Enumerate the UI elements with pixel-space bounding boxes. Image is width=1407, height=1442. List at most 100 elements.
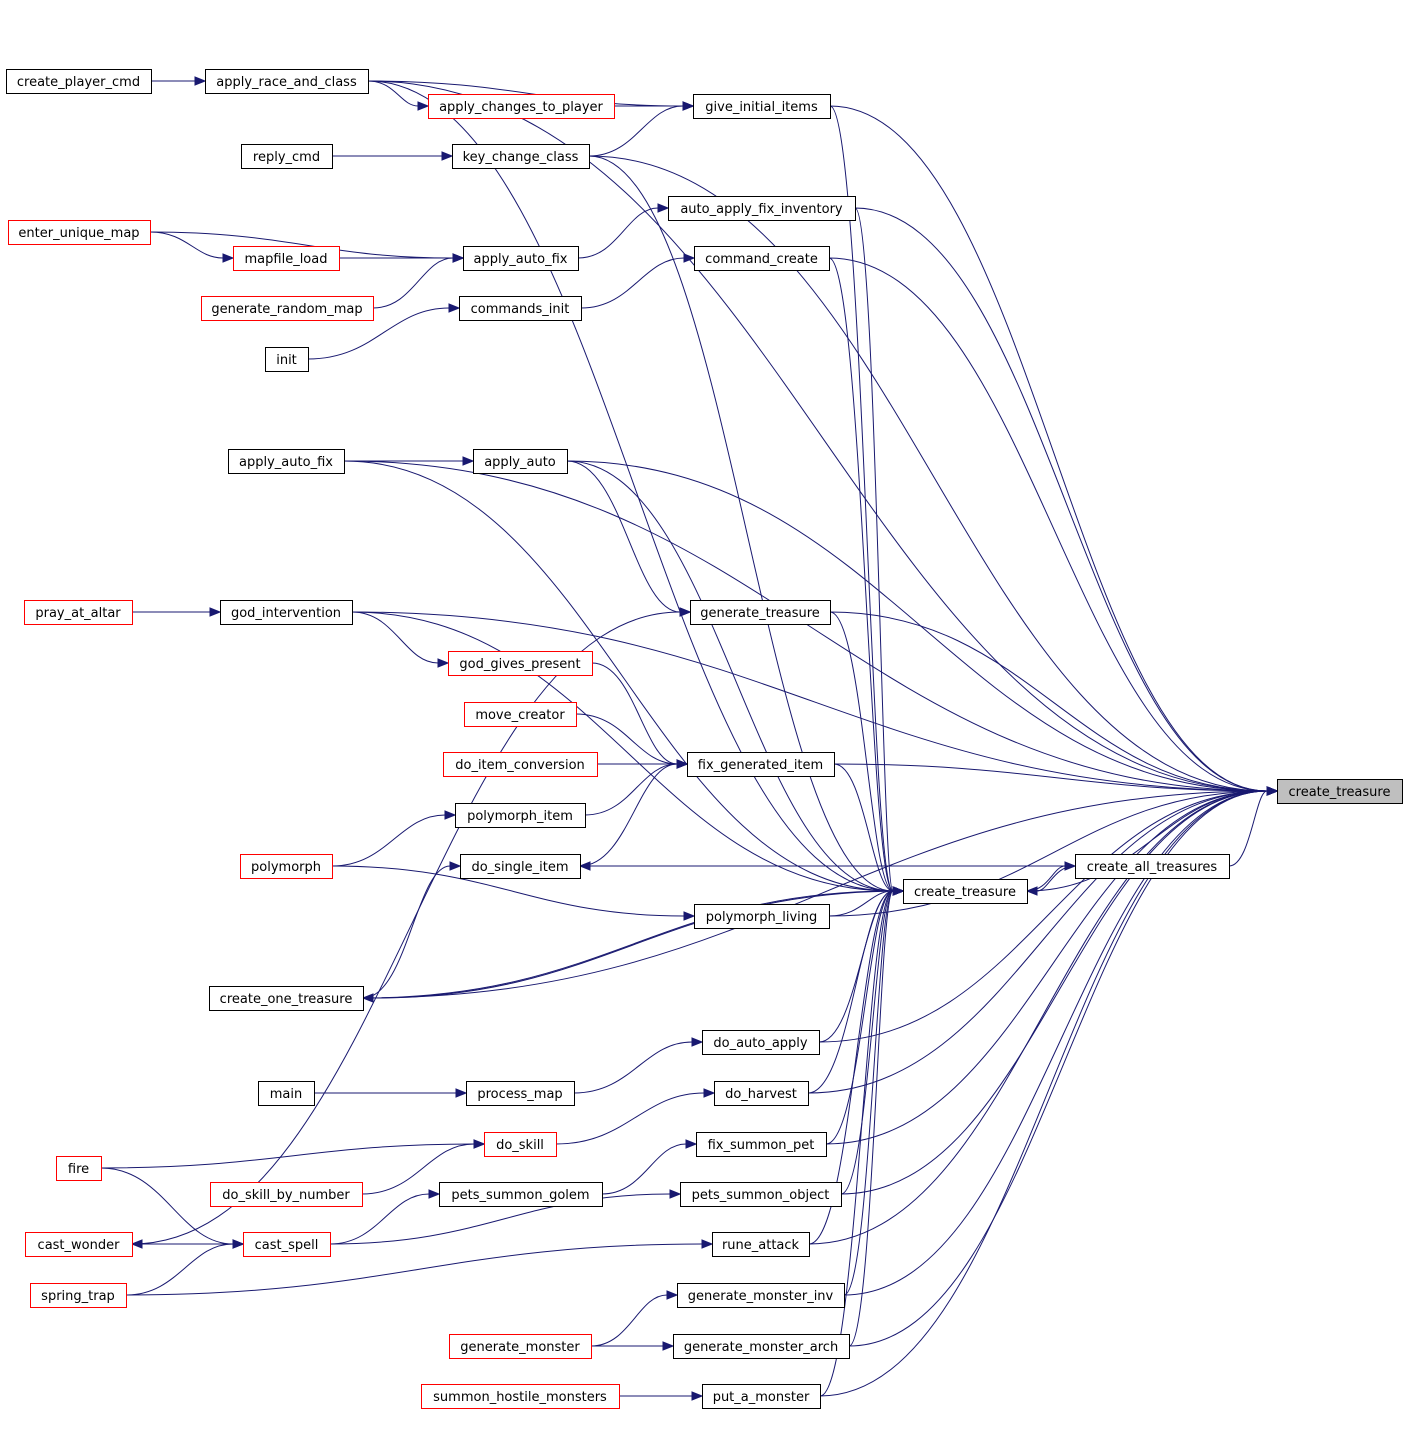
node-box — [25, 1232, 133, 1257]
function-node-process-map[interactable]: process_map — [466, 1081, 575, 1106]
function-node-create-one-treasure[interactable]: create_one_treasure — [209, 986, 364, 1011]
function-node-rune-attack[interactable]: rune_attack — [712, 1232, 810, 1257]
arrowhead — [462, 456, 475, 466]
call-edge — [338, 253, 465, 263]
node-box — [693, 94, 831, 119]
node-label: command_create — [705, 252, 818, 267]
function-node-apply-auto-fix[interactable]: apply_auto_fix — [463, 246, 579, 271]
function-node-fire[interactable]: fire — [56, 1156, 102, 1181]
function-node-generate-monster-inv[interactable]: generate_monster_inv — [677, 1283, 845, 1308]
function-node-summon-hostile-monsters[interactable]: summon_hostile_monsters — [421, 1384, 620, 1409]
call-edge — [854, 207, 905, 896]
function-node-mapfile-load[interactable]: mapfile_load — [233, 246, 340, 271]
function-node-pets-summon-object[interactable]: pets_summon_object — [680, 1182, 842, 1207]
function-node-create-treasure[interactable]: create_treasure — [903, 879, 1028, 904]
function-node-give-initial-items[interactable]: give_initial_items — [693, 94, 831, 119]
call-edge — [125, 1239, 714, 1296]
function-node-polymorph-living[interactable]: polymorph_living — [694, 904, 830, 929]
function-node-god-gives-present[interactable]: god_gives_present — [448, 651, 593, 676]
node-label: polymorph_living — [706, 910, 817, 925]
function-node-create-player-cmd[interactable]: create_player_cmd — [6, 69, 152, 94]
node-box — [205, 69, 369, 94]
node-label: pets_summon_golem — [451, 1188, 589, 1203]
function-node-fix-summon-pet[interactable]: fix_summon_pet — [696, 1132, 827, 1157]
function-node-command-create[interactable]: command_create — [694, 246, 830, 271]
node-label: enter_unique_map — [18, 226, 139, 241]
node-box — [473, 449, 568, 474]
arrowhead — [703, 1088, 716, 1098]
call-edge — [840, 786, 1279, 1195]
call-edge — [149, 231, 235, 263]
function-node-main[interactable]: main — [258, 1081, 315, 1106]
arrowhead — [662, 1341, 675, 1351]
call-edge — [329, 1189, 682, 1245]
node-box — [455, 803, 586, 828]
arrowhead — [666, 1290, 679, 1300]
function-node-cast-wonder[interactable]: cast_wonder — [25, 1232, 133, 1257]
function-node-do-skill[interactable]: do_skill — [484, 1132, 557, 1157]
function-node-move-creator[interactable]: move_creator — [464, 702, 577, 727]
arrowhead — [417, 101, 430, 111]
function-node-commands-init[interactable]: commands_init — [459, 296, 582, 321]
function-node-fix-generated-item[interactable]: fix_generated_item — [687, 752, 835, 777]
function-node-apply-auto[interactable]: apply_auto — [473, 449, 568, 474]
node-label: create_one_treasure — [220, 992, 353, 1007]
node-box — [265, 347, 309, 372]
node-label: commands_init — [471, 302, 570, 317]
node-box — [463, 246, 579, 271]
node-label: pray_at_altar — [35, 606, 121, 621]
function-node-do-skill-by-number[interactable]: do_skill_by_number — [210, 1182, 363, 1207]
function-node-polymorph[interactable]: polymorph — [240, 854, 333, 879]
function-node-init[interactable]: init — [265, 347, 309, 372]
node-box — [484, 1132, 557, 1157]
function-node-generate-treasure[interactable]: generate_treasure — [690, 600, 831, 625]
function-node-apply-changes-to-player[interactable]: apply_changes_to_player — [428, 94, 615, 119]
function-node-polymorph-item[interactable]: polymorph_item — [455, 803, 586, 828]
function-node-auto-apply-fix-inventory[interactable]: auto_apply_fix_inventory — [668, 196, 856, 221]
node-box — [449, 1334, 592, 1359]
function-node-apply-race-and-class[interactable]: apply_race_and_class — [205, 69, 369, 94]
node-box — [448, 651, 593, 676]
node-box — [243, 1232, 331, 1257]
function-node-put-a-monster[interactable]: put_a_monster — [702, 1384, 821, 1409]
function-node-pets-summon-golem[interactable]: pets_summon_golem — [439, 1182, 603, 1207]
node-box — [1277, 779, 1403, 804]
node-label: god_intervention — [231, 606, 341, 621]
node-box — [240, 854, 333, 879]
node-label: polymorph_item — [467, 809, 573, 824]
function-node-do-auto-apply[interactable]: do_auto_apply — [702, 1030, 820, 1055]
function-node-do-harvest[interactable]: do_harvest — [714, 1081, 809, 1106]
arrowhead — [449, 861, 462, 871]
call-edge — [372, 253, 465, 309]
function-node-create-all-treasures[interactable]: create_all_treasures — [1075, 854, 1230, 879]
function-node-pray-at-altar[interactable]: pray_at_altar — [24, 600, 133, 625]
node-box — [677, 1283, 845, 1308]
function-node-key-change-class[interactable]: key_change_class — [452, 144, 590, 169]
call-edge — [367, 80, 1279, 796]
node-label: do_item_conversion — [455, 758, 585, 773]
function-node-apply-auto-fix[interactable]: apply_auto_fix — [228, 449, 345, 474]
call-edge — [819, 886, 905, 1397]
function-node-spring-trap[interactable]: spring_trap — [30, 1283, 127, 1308]
function-node-reply-cmd[interactable]: reply_cmd — [241, 144, 333, 169]
function-node-cast-spell[interactable]: cast_spell — [243, 1232, 331, 1257]
function-node-create-treasure[interactable]: create_treasure — [1277, 779, 1403, 804]
call-edge — [331, 865, 696, 921]
function-node-generate-monster[interactable]: generate_monster — [449, 1334, 592, 1359]
function-node-do-item-conversion[interactable]: do_item_conversion — [443, 752, 598, 777]
function-node-god-intervention[interactable]: god_intervention — [220, 600, 353, 625]
node-box — [712, 1232, 810, 1257]
node-box — [201, 296, 374, 321]
function-node-do-single-item[interactable]: do_single_item — [460, 854, 581, 879]
function-node-enter-unique-map[interactable]: enter_unique_map — [8, 220, 151, 245]
function-node-generate-random-map[interactable]: generate_random_map — [201, 296, 374, 321]
call-edge — [343, 460, 1279, 796]
node-box — [459, 296, 582, 321]
node-label: polymorph — [251, 860, 321, 875]
node-label: mapfile_load — [245, 252, 328, 267]
function-node-generate-monster-arch[interactable]: generate_monster_arch — [673, 1334, 850, 1359]
node-label: generate_monster_inv — [688, 1289, 834, 1304]
node-label: create_all_treasures — [1087, 860, 1218, 875]
arrowhead — [1064, 861, 1077, 871]
